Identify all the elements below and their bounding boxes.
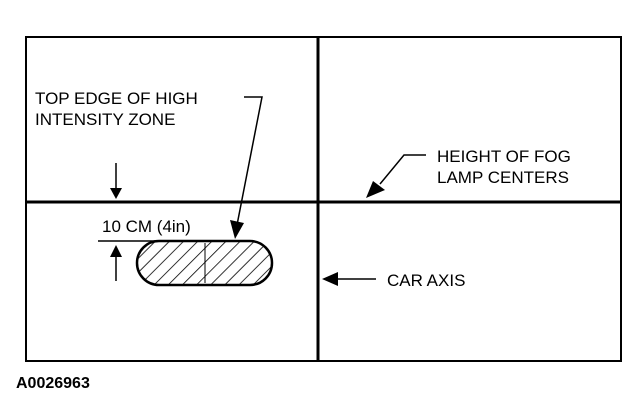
- top-edge-leader-arrowhead: [230, 220, 244, 239]
- fog-height-leader-line: [379, 154, 426, 185]
- fog-height-label-line2: LAMP CENTERS: [437, 168, 569, 187]
- fog-height-label-line1: HEIGHT OF FOG: [437, 147, 571, 166]
- top-edge-label-line1: TOP EDGE OF HIGH: [35, 89, 198, 108]
- distance-label: 10 CM (4in): [102, 217, 191, 236]
- top-edge-leader-line: [236, 96, 263, 226]
- car-axis-leader-arrowhead: [322, 272, 338, 286]
- car-axis-label: CAR AXIS: [387, 271, 465, 290]
- top-edge-label-line2: INTENSITY ZONE: [35, 110, 175, 129]
- reference-code: A0026963: [16, 375, 90, 392]
- fog-height-leader-arrowhead: [366, 181, 385, 198]
- screen-frame: [25, 36, 622, 362]
- dimension-arrow-top-head: [110, 188, 122, 199]
- dimension-arrow-bottom-head: [110, 245, 122, 257]
